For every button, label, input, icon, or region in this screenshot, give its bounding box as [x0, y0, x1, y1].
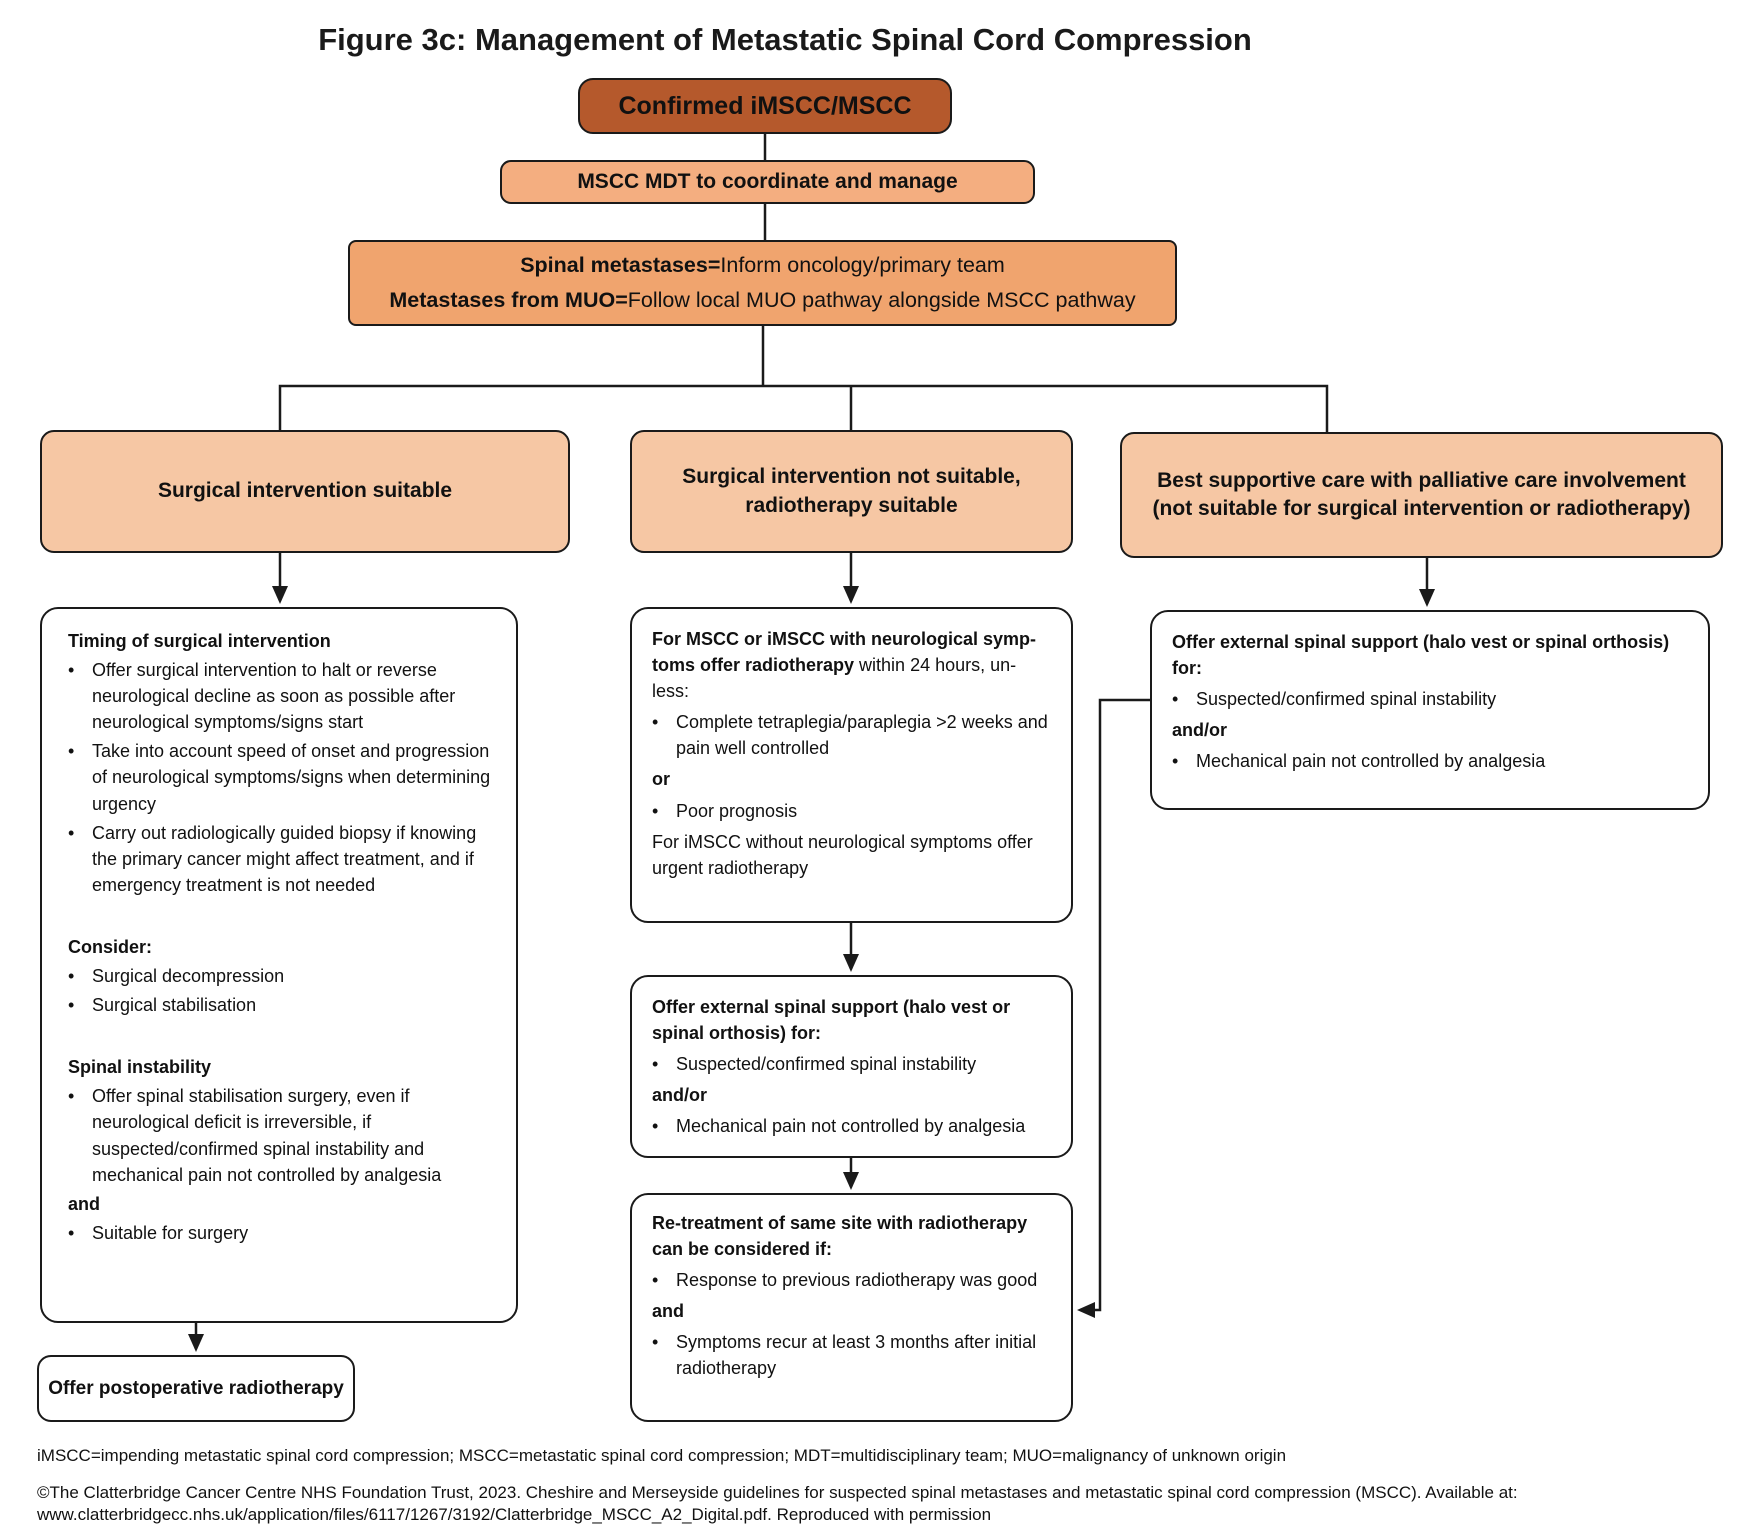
- text-item: or: [652, 769, 670, 790]
- bullet-marker: •: [68, 660, 75, 681]
- branch-surgical-suitable: Surgical intervention suitable: [40, 430, 570, 553]
- postop-label: Offer postoperative radiotherapy: [48, 1377, 344, 1399]
- text-item: For MSCC or iMSCC with neurological symp…: [652, 629, 1037, 702]
- bullet-item: •Suspected/confirmed spinal instability: [1172, 686, 1694, 712]
- bullet-item: •Suitable for surgery: [68, 1220, 500, 1246]
- text-item: Timing of surgical intervention: [68, 631, 331, 651]
- node-inform-teams: Spinal metastases=Inform oncology/primar…: [348, 240, 1177, 326]
- bullet-item: •Poor prognosis: [652, 798, 1057, 824]
- bullet-marker: •: [68, 966, 75, 987]
- bullet-item: •Suspected/confirmed spinal instability: [652, 1051, 1057, 1077]
- text-item: and: [652, 1301, 685, 1322]
- text-item: Offer external spinal support (halo vest…: [1172, 632, 1675, 679]
- bullet-item: •Offer surgical intervention to halt or …: [68, 657, 500, 735]
- text-item: Consider:: [68, 936, 153, 957]
- edge-split-horizontal: [278, 384, 1329, 434]
- bullet-marker: •: [652, 1332, 659, 1353]
- text-item: Offer external spinal support (halo vest…: [652, 997, 1016, 1044]
- bullet-marker: •: [652, 800, 659, 821]
- bullet-marker: •: [652, 712, 659, 733]
- box-retreatment-criteria: Re-treatment of same site with radiother…: [630, 1193, 1073, 1422]
- bullet-marker: •: [68, 822, 75, 843]
- text-item: and/or: [1172, 720, 1228, 741]
- bullet-item: •Surgical decompression: [68, 963, 500, 989]
- bullet-marker: •: [68, 741, 75, 762]
- bullet-item: •Symptoms recur at least 3 months after …: [652, 1329, 1057, 1381]
- bullet-marker: •: [652, 1054, 659, 1075]
- bullet-marker: •: [68, 995, 75, 1016]
- text-item: For iMSCC without neurological symptoms …: [652, 831, 1038, 878]
- branch-right-label: Best supportive care with palliative car…: [1152, 468, 1691, 520]
- bullet-marker: •: [652, 1270, 659, 1291]
- branch-best-supportive-care: Best supportive care with palliative car…: [1120, 432, 1723, 558]
- footer-copyright: ©The Clatterbridge Cancer Centre NHS Fou…: [37, 1483, 1518, 1525]
- box-surgical-timing-details: Timing of surgical intervention •Offer su…: [40, 607, 518, 1323]
- box-external-spinal-support-right: Offer external spinal support (halo vest…: [1150, 610, 1710, 810]
- node-confirmed-imscc-mscc: Confirmed iMSCC/MSCC: [578, 78, 952, 134]
- bullet-marker: •: [68, 1086, 75, 1107]
- branch-radiotherapy-suitable: Surgical intervention not suitable, radi…: [630, 430, 1073, 553]
- figure-title: Figure 3c: Management of Metastatic Spin…: [318, 22, 1252, 57]
- bullet-item: •Offer spinal stabilisation surgery, eve…: [68, 1083, 500, 1187]
- node-mdt-label: MSCC MDT to coordinate and manage: [577, 170, 958, 193]
- bullet-item: •Mechanical pain not controlled by analg…: [1172, 748, 1694, 774]
- bullet-item: •Response to previous radiotherapy was g…: [652, 1267, 1057, 1293]
- box-radiotherapy-criteria: For MSCC or iMSCC with neurological symp…: [630, 607, 1073, 923]
- text-item: and/or: [652, 1085, 708, 1106]
- bullet-item: •Surgical stabilisation: [68, 992, 500, 1018]
- bullet-marker: •: [1172, 689, 1179, 710]
- bullet-item: •Complete tetraplegia/paraplegia >2 week…: [652, 709, 1057, 761]
- node-mscc-mdt: MSCC MDT to coordinate and manage: [500, 160, 1035, 204]
- bullet-item: •Mechanical pain not controlled by analg…: [652, 1113, 1057, 1139]
- bullet-marker: •: [652, 1116, 659, 1137]
- text-item: and: [68, 1193, 101, 1214]
- bullet-item: •Carry out radiologically guided biopsy …: [68, 820, 500, 898]
- node-confirmed-label: Confirmed iMSCC/MSCC: [618, 91, 912, 120]
- branch-left-label: Surgical intervention suitable: [157, 479, 453, 503]
- box-external-spinal-support-mid: Offer external spinal support (halo vest…: [630, 975, 1073, 1159]
- bullet-marker: •: [68, 1222, 75, 1243]
- text-item: Spinal metastases=Inform oncology/primar…: [520, 253, 1005, 277]
- bullet-marker: •: [1172, 751, 1179, 772]
- branch-mid-label: Surgical intervention not suitable, radi…: [682, 465, 1021, 517]
- box-postoperative-radiotherapy: Offer postoperative radiotherapy: [37, 1355, 355, 1422]
- text-item: Metastases from MUO=Follow local MUO pat…: [389, 288, 1136, 312]
- text-item: Re-treatment of same site with radiother…: [652, 1213, 1033, 1260]
- bullet-item: •Take into account speed of onset and pr…: [68, 738, 500, 816]
- footer-abbreviations: iMSCC=impending metastatic spinal cord c…: [37, 1446, 1287, 1465]
- arrow-bsc-to-retreatment: [1077, 698, 1150, 1318]
- text-item: Spinal instability: [68, 1057, 212, 1078]
